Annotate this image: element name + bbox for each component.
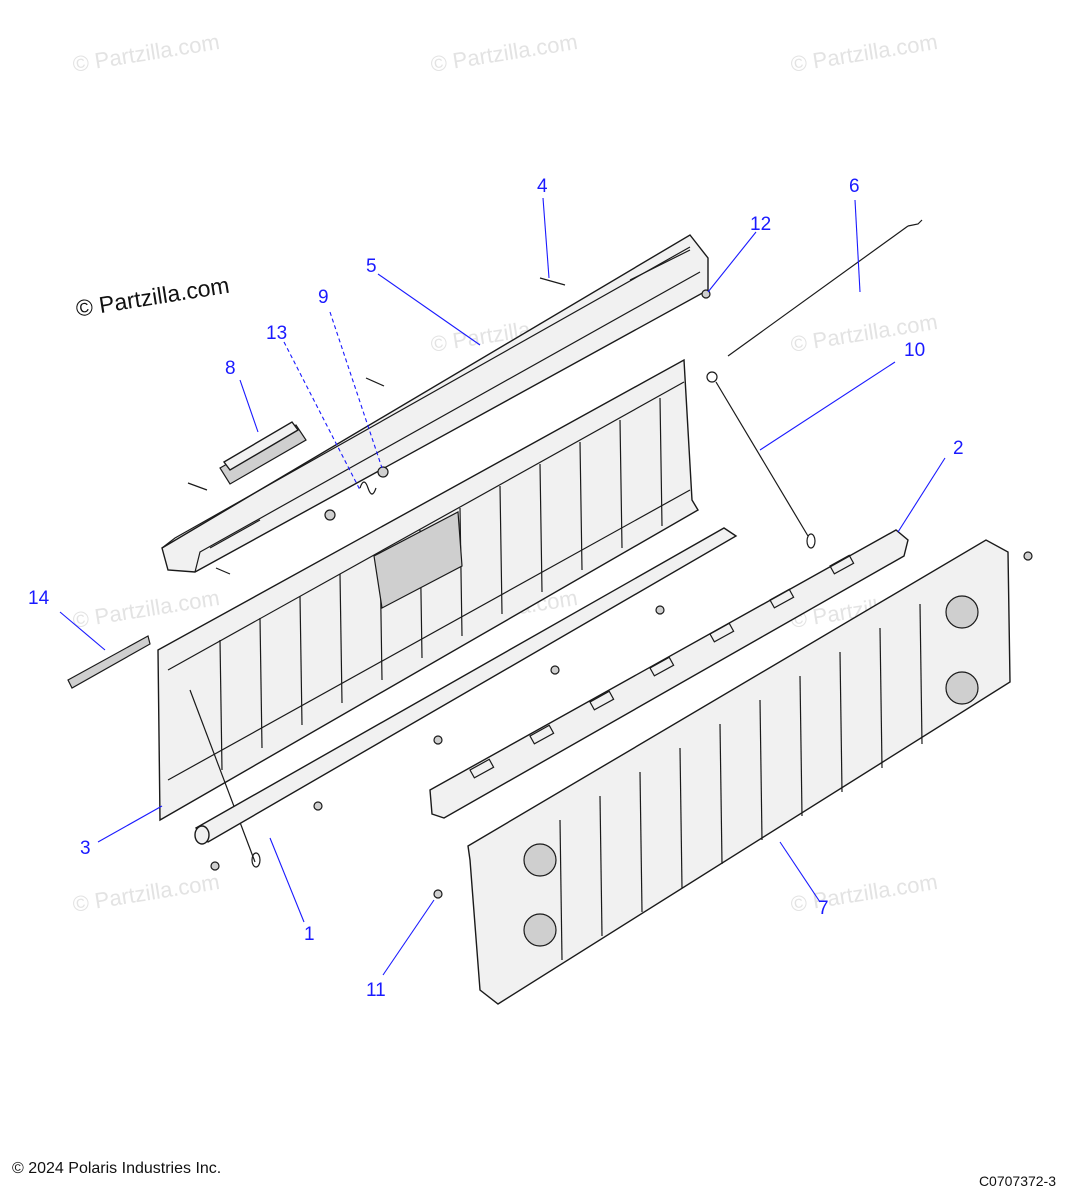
latch-handle xyxy=(219,421,307,485)
support-cable xyxy=(706,371,816,549)
tailgate-top-cap xyxy=(161,234,709,573)
tailgate-outer-panel xyxy=(467,539,1011,1005)
callout-1[interactable]: 1 xyxy=(304,924,315,945)
callout-9[interactable]: 9 xyxy=(318,287,329,308)
watermark: © Partzilla.com xyxy=(71,869,221,917)
callout-8[interactable]: 8 xyxy=(225,358,236,379)
callout-10[interactable]: 10 xyxy=(904,340,926,361)
leader-lines xyxy=(59,197,946,976)
callout-2[interactable]: 2 xyxy=(953,438,964,459)
rail-slots xyxy=(469,554,855,779)
screw xyxy=(210,551,1033,899)
callout-7[interactable]: 7 xyxy=(818,898,829,919)
watermark: © Partzilla.com xyxy=(429,29,579,77)
outer-panel-ribs xyxy=(559,603,923,961)
callout-5[interactable]: 5 xyxy=(366,256,377,277)
callout-13[interactable]: 13 xyxy=(266,323,288,344)
watermark: © Partzilla.com xyxy=(789,869,939,917)
tailgate-inner-panel xyxy=(157,358,699,868)
clip xyxy=(359,481,377,495)
latch-rod xyxy=(727,219,923,357)
tailgate-inner-rail xyxy=(429,529,909,819)
copyright-notice: © 2024 Polaris Industries Inc. xyxy=(12,1160,222,1177)
watermark: © Partzilla.com xyxy=(71,585,221,633)
watermark: © Partzilla.com xyxy=(789,29,939,77)
callout-14[interactable]: 14 xyxy=(28,588,50,609)
tailgate-rod xyxy=(194,527,738,845)
callout-3[interactable]: 3 xyxy=(80,838,91,859)
strike-bracket xyxy=(67,635,151,689)
watermark: © Partzilla.com xyxy=(71,29,221,77)
callout-6[interactable]: 6 xyxy=(849,176,860,197)
diagram-code: C0707372-3 xyxy=(978,1173,1056,1189)
pin xyxy=(539,277,566,286)
callout-12[interactable]: 12 xyxy=(750,214,772,235)
nut xyxy=(324,466,389,521)
callout-11[interactable]: 11 xyxy=(366,980,386,1001)
callout-4[interactable]: 4 xyxy=(537,176,548,197)
